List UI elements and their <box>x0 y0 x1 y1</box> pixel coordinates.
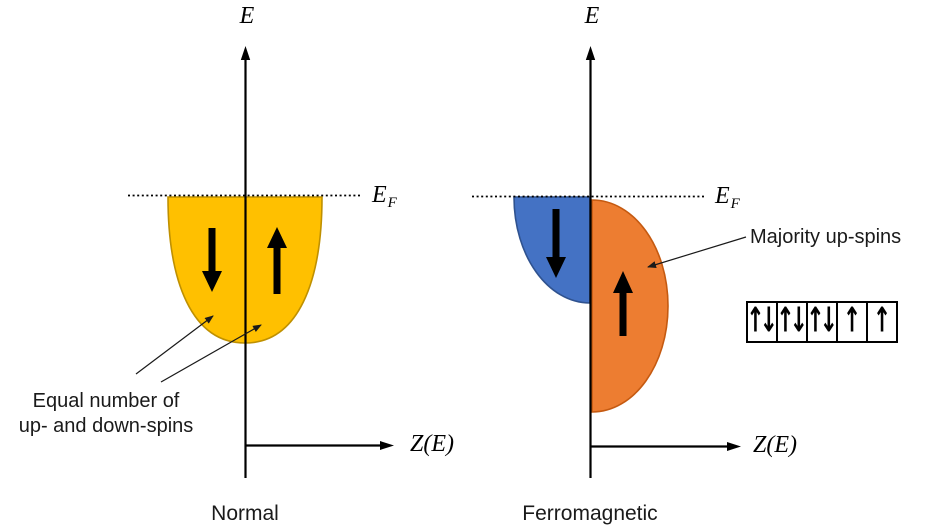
spin-box-5-arrows: ↑ <box>872 301 892 341</box>
ferro-energy-axis-arrowhead <box>585 46 596 60</box>
equal-spins-annotation: Equal number of up- and down-spins <box>2 389 210 439</box>
equal-spins-annotation-line2: up- and down-spins <box>18 415 194 437</box>
normal-caption: Normal <box>211 502 279 525</box>
ferro-dos-axis-arrowhead <box>727 442 741 451</box>
normal-dos-axis-arrowhead <box>380 441 394 450</box>
ferro-down-band-shape <box>513 196 591 304</box>
normal-energy-axis-arrowhead <box>240 46 251 60</box>
spin-box-5: ↑ <box>866 301 898 343</box>
ferro-up-spin-arrow <box>613 271 633 336</box>
equal-spins-annotation-line1: Equal number of <box>32 390 180 412</box>
spin-box-3-arrows: ↑↓ <box>806 301 836 341</box>
ferro-energy-axis-label: E <box>584 3 600 29</box>
spin-box-4: ↑ <box>836 301 868 343</box>
spin-box-1-arrows: ↑↓ <box>746 301 776 341</box>
spin-box-2-arrows: ↑↓ <box>776 301 806 341</box>
majority-up-spins-annotation: Majority up-spins <box>750 226 902 248</box>
normal-fermi-label: EF <box>372 182 397 211</box>
normal-up-spin-arrow <box>267 227 287 294</box>
ferro-fermi-label-base: E <box>715 183 730 209</box>
normal-fermi-label-base: E <box>372 182 387 208</box>
spin-box-2: ↑↓ <box>776 301 808 343</box>
equal-spins-pointer-arrow-1 <box>135 315 214 375</box>
spin-box-3: ↑↓ <box>806 301 838 343</box>
spin-box-4-arrows: ↑ <box>842 301 862 341</box>
ferro-up-band-shape <box>591 199 669 413</box>
ferro-fermi-label-sub: F <box>730 196 740 212</box>
normal-dos-axis-label: Z(E) <box>410 431 454 457</box>
majority-up-spins-pointer-arrow <box>647 236 747 269</box>
normal-down-spin-arrow <box>202 228 222 292</box>
equal-spins-pointer-arrow-2 <box>160 324 262 383</box>
spin-occupancy-boxes: ↑↓ ↑↓ ↑↓ ↑ ↑ <box>746 301 898 343</box>
ferro-caption: Ferromagnetic <box>522 502 658 525</box>
ferro-fermi-label: EF <box>715 183 740 212</box>
spin-box-1: ↑↓ <box>746 301 778 343</box>
normal-fermi-label-sub: F <box>387 195 397 211</box>
normal-energy-axis-label: E <box>239 3 255 29</box>
ferro-dos-axis-label: Z(E) <box>753 432 797 458</box>
ferro-down-spin-arrow <box>546 209 566 278</box>
